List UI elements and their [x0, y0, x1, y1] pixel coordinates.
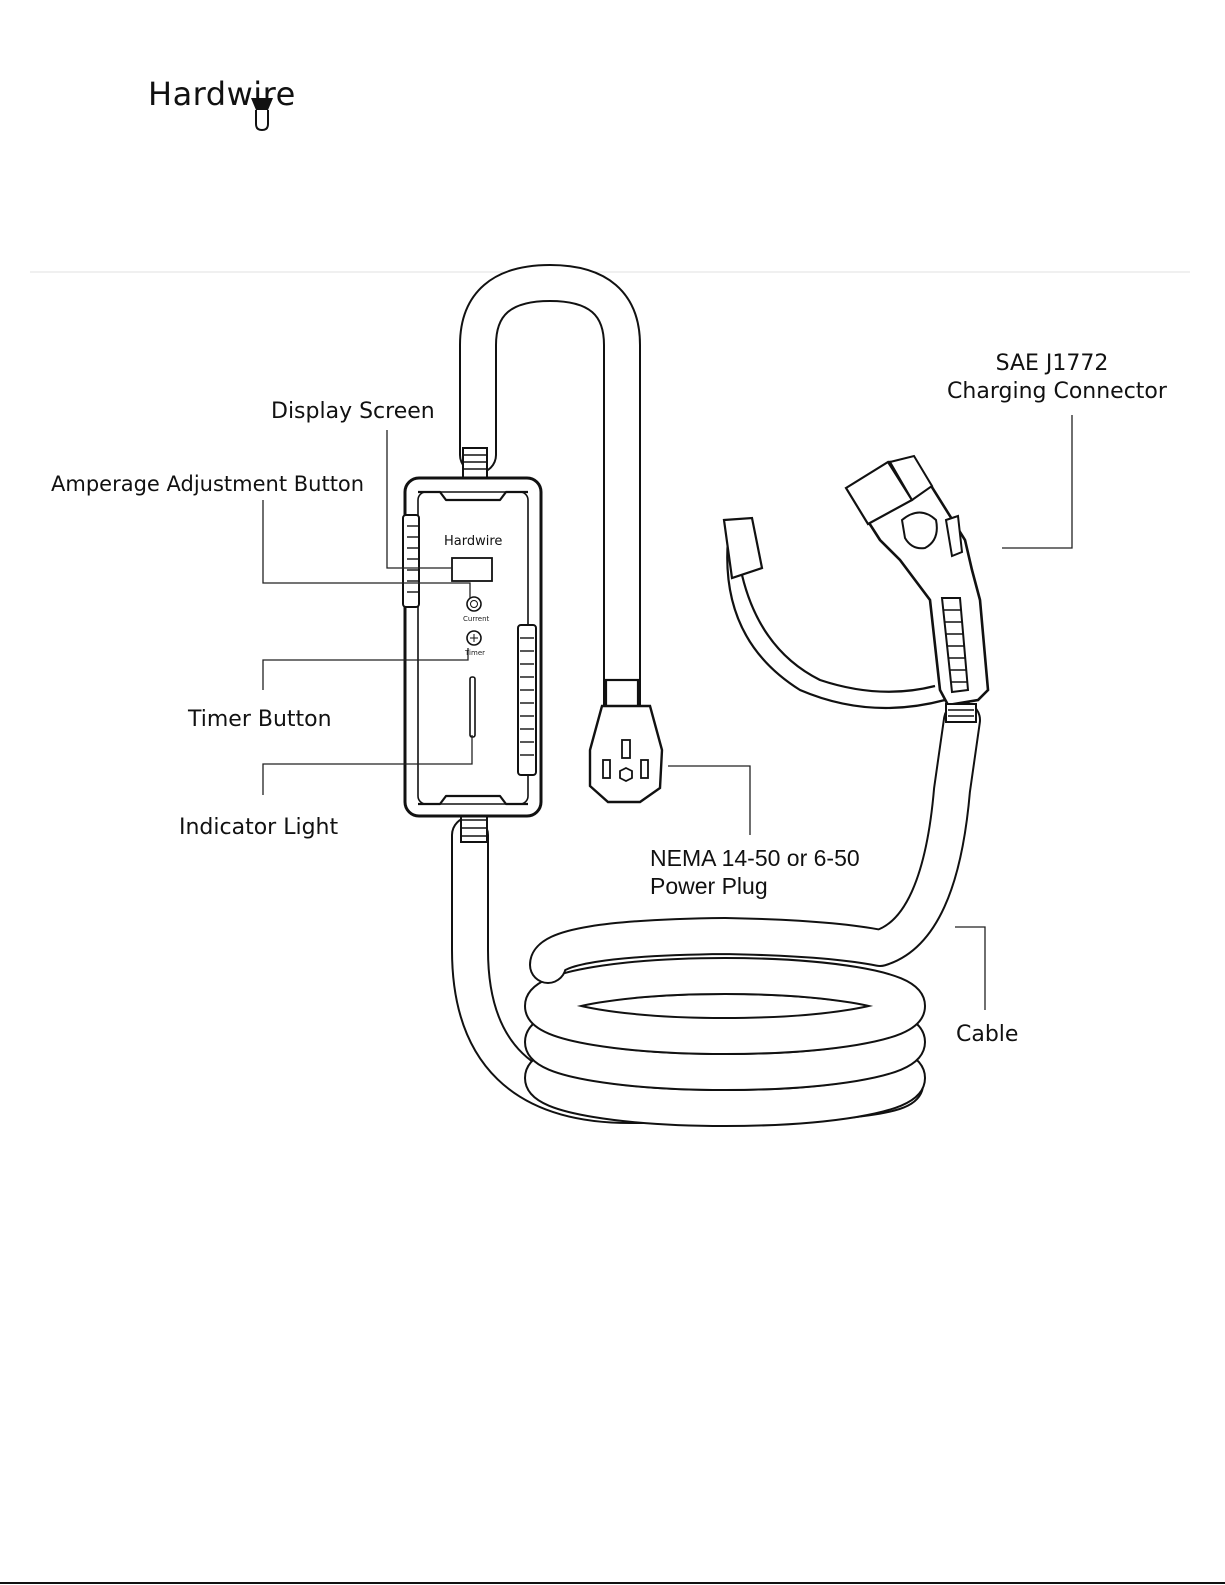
label-plug-line1: NEMA 14-50 or 6-50 [650, 845, 860, 871]
brand-logo-text: Hardwire [148, 75, 296, 113]
brand-logo: Hardwire [148, 75, 296, 130]
timer-button-label: Timer [464, 649, 485, 657]
coiled-output-cable [470, 720, 962, 1108]
indicator-light [470, 677, 475, 737]
label-amperage-button: Amperage Adjustment Button [51, 472, 364, 496]
label-connector-line2: Charging Connector [947, 379, 1168, 404]
charging-control-unit: Hardwire Current Timer [403, 448, 541, 842]
label-display-screen: Display Screen [271, 399, 435, 424]
label-timer-button: Timer Button [187, 707, 332, 732]
left-grip-ribs [403, 515, 419, 607]
right-grip-ribs [518, 625, 536, 775]
current-button-label: Current [463, 615, 490, 623]
display-screen [452, 558, 492, 581]
label-indicator-light: Indicator Light [179, 815, 338, 840]
current-button-icon [467, 597, 481, 611]
leader-cable [955, 927, 985, 1010]
leader-connector [1002, 415, 1072, 548]
label-connector-line1: SAE J1772 [996, 351, 1109, 376]
timer-button-icon [467, 631, 481, 645]
label-cable: Cable [956, 1022, 1018, 1047]
label-plug-line2: Power Plug [650, 873, 768, 899]
leader-power-plug [668, 766, 750, 835]
nema-power-plug [590, 680, 662, 802]
unit-logo-text: Hardwire [444, 534, 502, 549]
j1772-charging-connector [846, 456, 988, 722]
hardwire-logo-plug-icon [251, 98, 273, 130]
